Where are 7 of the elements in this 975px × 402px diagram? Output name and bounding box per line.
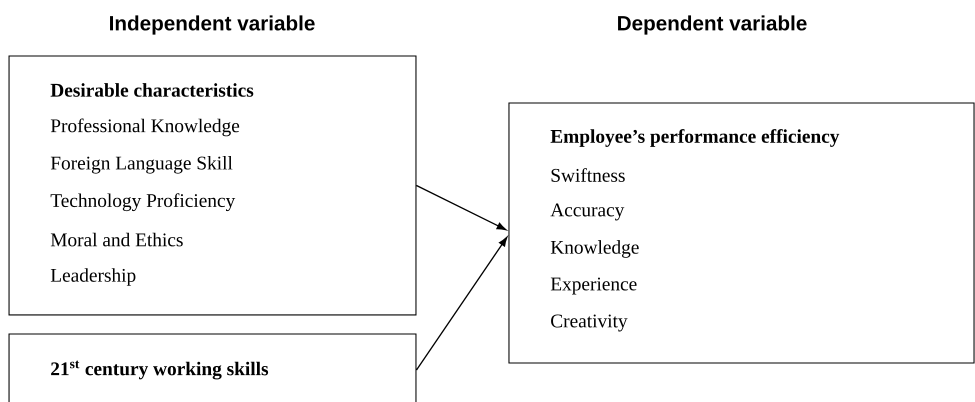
column-heading: Dependent variable <box>618 15 807 35</box>
column-heading: Independent variable <box>110 15 315 35</box>
box: Desirable characteristics Professional Knowledge Foreign Language Skill Technology Proficiency Moral and Ethics Leadership <box>8 56 416 316</box>
box: 21$^{st}$ century working skills <box>8 333 416 402</box>
arrow <box>416 236 508 370</box>
arrow <box>416 184 506 230</box>
box: Employee’s performance efficiency Swiftness Accuracy Knowledge Experience Creativity <box>508 102 975 364</box>
